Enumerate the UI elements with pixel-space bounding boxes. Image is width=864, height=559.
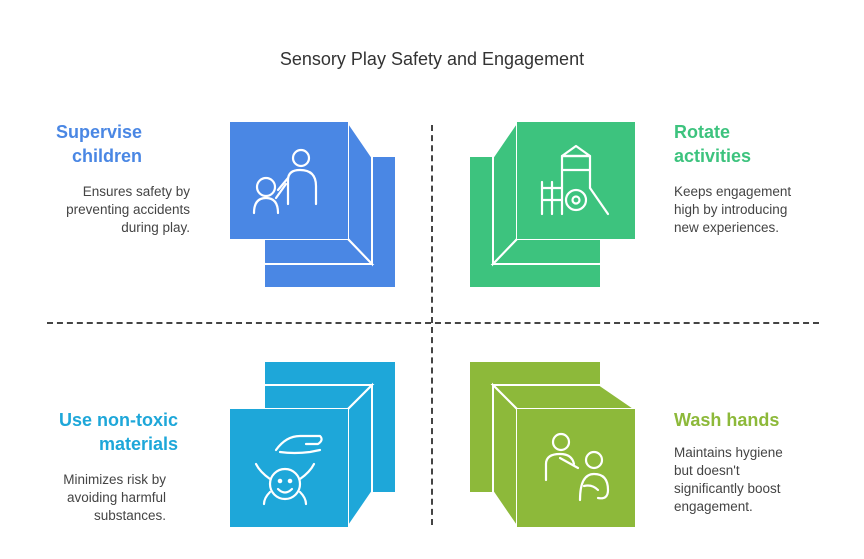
desc-line: new experiences. — [674, 220, 780, 235]
quadrant-rotate-title: Rotate activities — [674, 120, 834, 168]
desc-line: Keeps engagement — [674, 184, 792, 199]
desc-line: significantly boost — [674, 481, 781, 496]
desc-line: engagement. — [674, 499, 753, 514]
supervise-cube — [226, 118, 395, 287]
title-line: materials — [98, 434, 178, 454]
washhands-cube — [470, 362, 639, 531]
desc-line: Minimizes risk by — [63, 472, 166, 487]
diagram-title: Sensory Play Safety and Engagement — [279, 49, 585, 69]
title-line: Rotate — [674, 122, 731, 142]
desc-line: high by introducing — [674, 202, 788, 217]
desc-line: avoiding harmful — [66, 490, 166, 505]
vertical-divider — [431, 125, 433, 525]
desc-line: preventing accidents — [66, 202, 190, 217]
desc-line: during play. — [121, 220, 190, 235]
horizontal-divider — [47, 322, 819, 324]
quadrant-washhands-desc: Maintains hygiene but doesn't significan… — [674, 444, 844, 516]
title-line: Wash hands — [674, 410, 780, 430]
safe-child-icon — [254, 434, 323, 506]
quadrant-rotate-desc: Keeps engagement high by introducing new… — [674, 183, 844, 237]
title-line: Use non-toxic — [58, 410, 178, 430]
quadrant-supervise-title: Supervise children — [20, 120, 142, 168]
title-line: activities — [674, 146, 752, 166]
cube-front-face — [517, 122, 635, 239]
quadrant-nontoxic-desc: Minimizes risk by avoiding harmful subst… — [20, 471, 166, 525]
title-line: Supervise — [55, 122, 142, 142]
supervision-icon — [252, 148, 318, 215]
cube-front-face — [230, 409, 348, 527]
quadrant-supervise-desc: Ensures safety by preventing accidents d… — [20, 183, 190, 237]
playground-icon — [540, 144, 610, 216]
title-line: children — [71, 146, 142, 166]
desc-line: but doesn't — [674, 463, 740, 478]
desc-line: Maintains hygiene — [674, 445, 783, 460]
desc-line: substances. — [93, 508, 166, 523]
desc-line: Ensures safety by — [82, 184, 190, 199]
quadrant-washhands-title: Wash hands — [674, 408, 834, 432]
nontoxic-cube — [226, 362, 395, 531]
hygiene-icon — [544, 432, 610, 502]
quadrant-nontoxic-title: Use non-toxic materials — [20, 408, 178, 456]
rotate-cube — [470, 118, 639, 287]
